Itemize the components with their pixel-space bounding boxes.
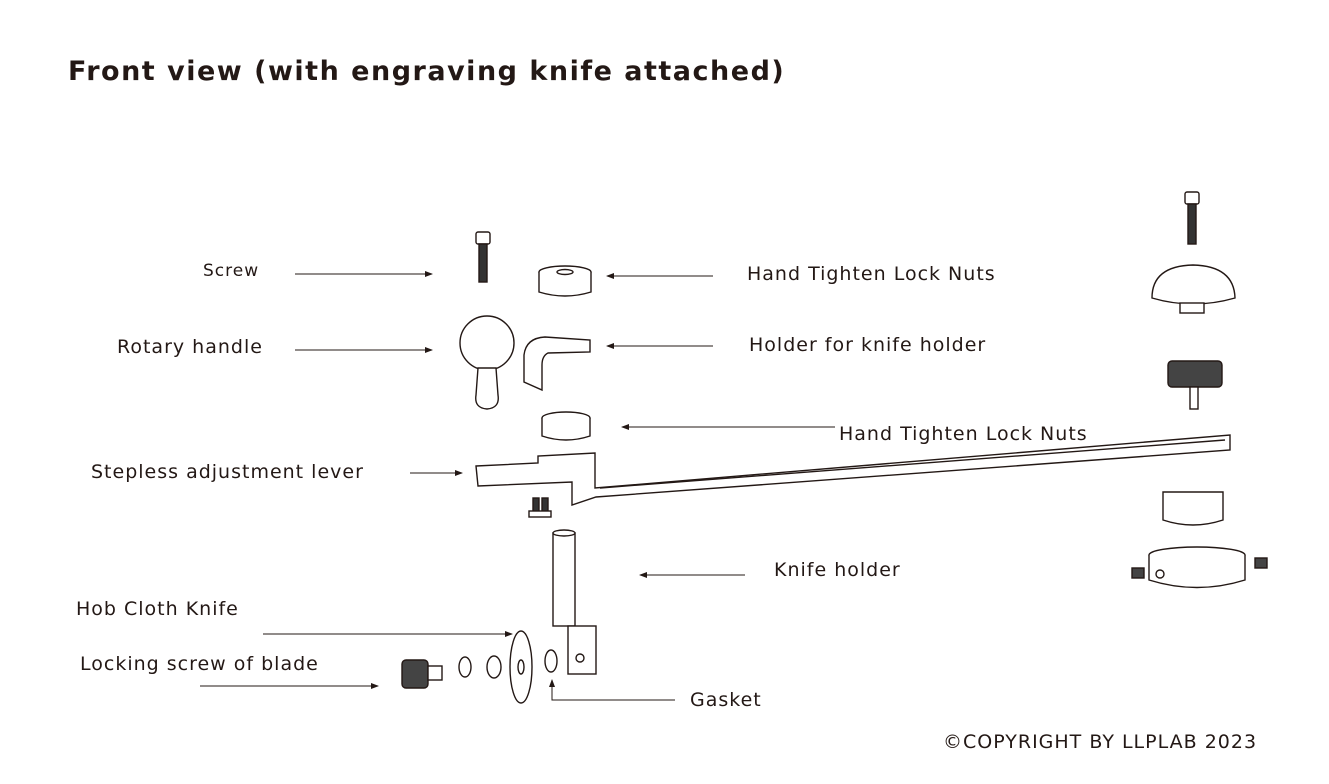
rotary-handle-part bbox=[459, 315, 515, 410]
lever-screws-part bbox=[528, 497, 552, 518]
label-rotary-handle: Rotary handle bbox=[117, 336, 263, 358]
label-locking-screw: Locking screw of blade bbox=[80, 653, 319, 675]
label-hob-cloth-knife: Hob Cloth Knife bbox=[76, 598, 239, 620]
label-gasket: Gasket bbox=[690, 689, 762, 711]
leader-arrows bbox=[200, 271, 835, 701]
parts bbox=[401, 191, 1268, 704]
stepless-lever-part bbox=[475, 434, 1231, 506]
lock-nut-middle-part bbox=[541, 411, 591, 441]
label-knife-holder: Knife holder bbox=[774, 559, 901, 581]
holder-part bbox=[523, 336, 591, 392]
right-knob-part bbox=[1151, 264, 1236, 305]
label-lock-nuts-middle: Hand Tighten Lock Nuts bbox=[839, 423, 1088, 445]
label-lock-nuts-top: Hand Tighten Lock Nuts bbox=[747, 263, 996, 285]
page-title: Front view (with engraving knife attache… bbox=[68, 56, 786, 87]
label-holder-for-knife-holder: Holder for knife holder bbox=[749, 334, 987, 356]
right-knurled-nut-part bbox=[1167, 360, 1223, 410]
right-collar-part bbox=[1131, 546, 1268, 589]
knife-holder-part bbox=[552, 529, 597, 675]
label-screw: Screw bbox=[203, 261, 260, 281]
arrow-gasket bbox=[549, 679, 675, 701]
screw-part bbox=[475, 231, 491, 283]
lock-nut-top-part bbox=[538, 265, 592, 297]
right-holder-part bbox=[1162, 491, 1224, 526]
label-stepless-lever: Stepless adjustment lever bbox=[91, 461, 364, 483]
right-screw-part bbox=[1184, 191, 1200, 245]
blade-assembly-part bbox=[401, 630, 558, 704]
copyright-text: ©COPYRIGHT BY LLPLAB 2023 bbox=[943, 731, 1258, 753]
